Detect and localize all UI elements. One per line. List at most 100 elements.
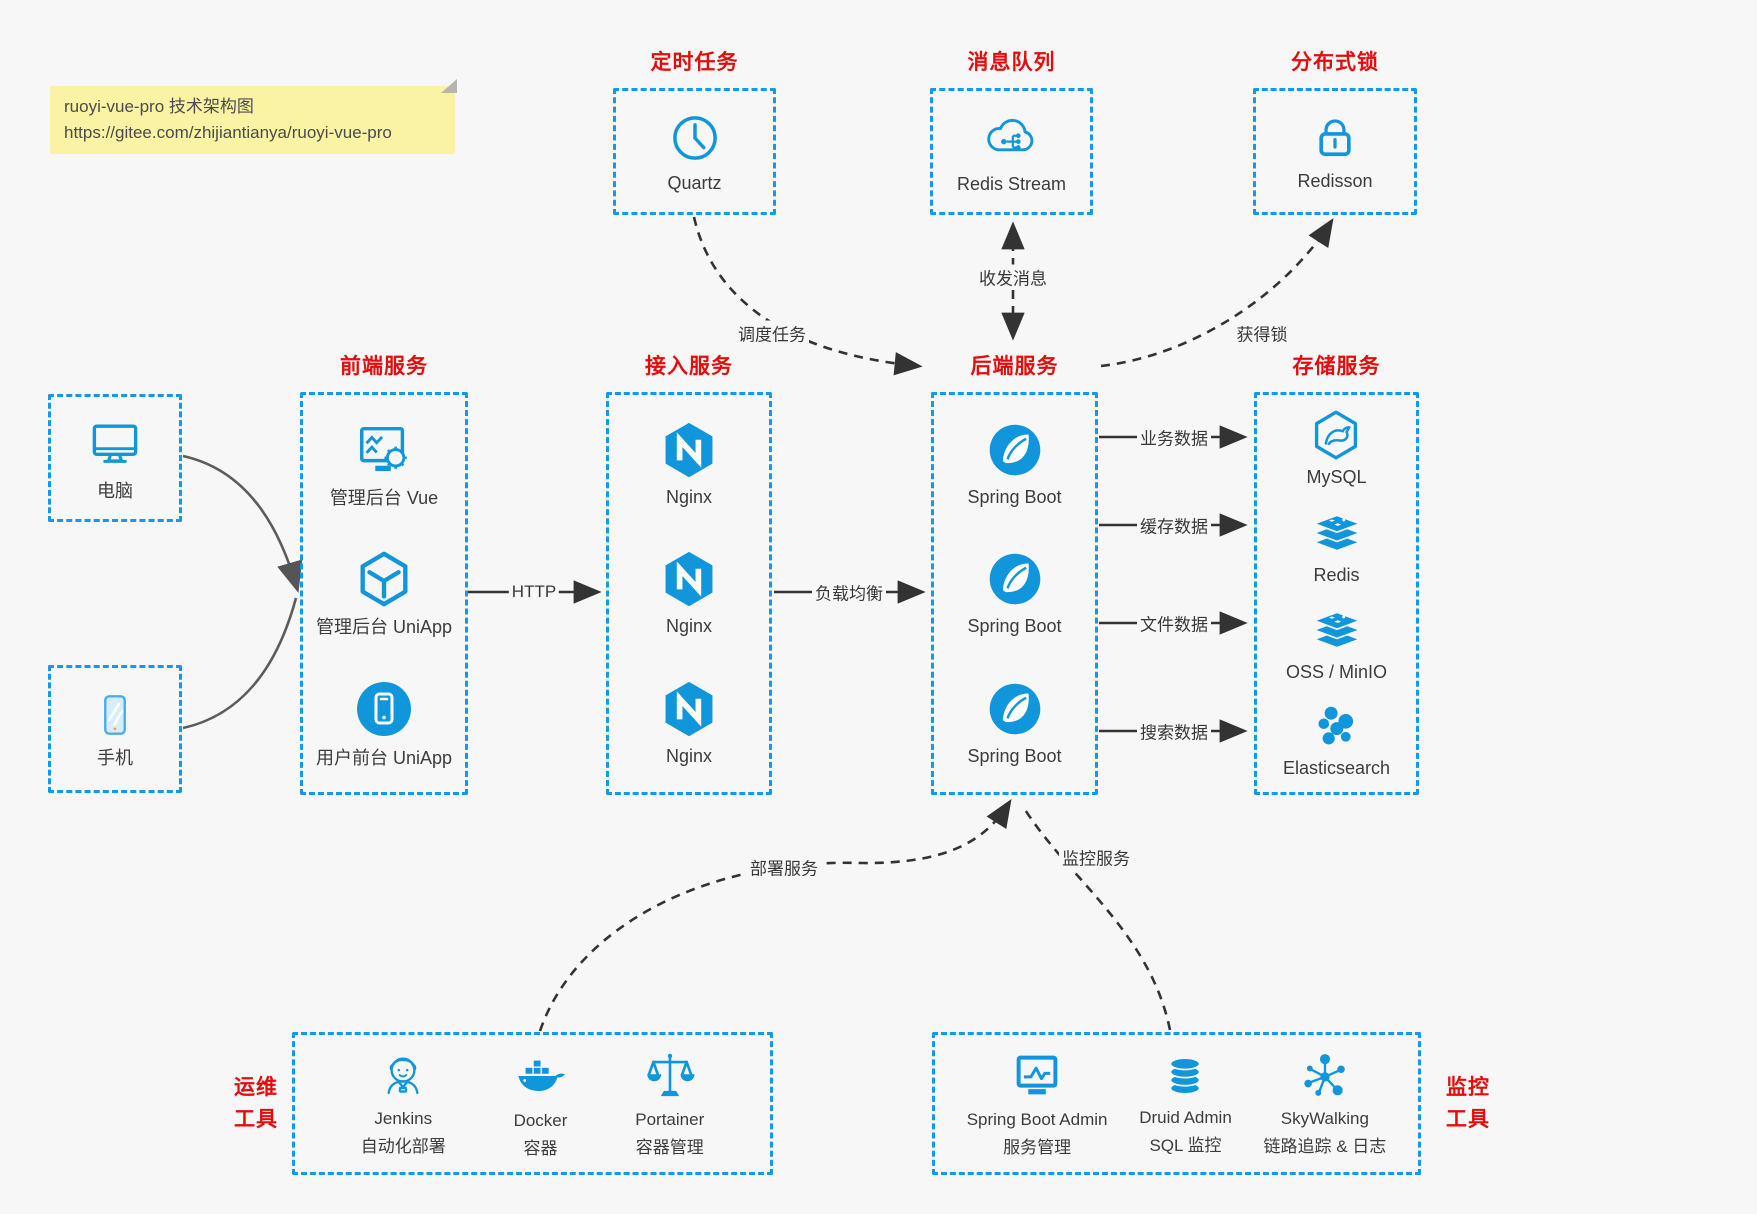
user-app-icon xyxy=(352,677,416,741)
group-title-access: 接入服务 xyxy=(645,355,733,378)
docker-icon xyxy=(512,1047,570,1105)
edge-label-send-receive-message: 收发消息 xyxy=(976,264,1050,290)
node-skywalking: SkyWalking 链路追踪 & 日志 xyxy=(1263,1049,1386,1159)
node-label: Redis Stream xyxy=(956,173,1067,194)
group-title-storage: 存储服务 xyxy=(1292,355,1381,378)
storage-box: MySQL Redis xyxy=(1254,392,1419,795)
node-label: 管理后台 Vue xyxy=(329,487,439,508)
edge-label-file-data: 文件数据 xyxy=(1137,610,1211,636)
admin-vue-icon xyxy=(353,419,415,481)
group-title-ops-tools: 运维 工具 xyxy=(228,1072,284,1136)
mysql-icon xyxy=(1309,408,1363,462)
node-label: Elasticsearch xyxy=(1282,758,1391,779)
phone-icon xyxy=(89,689,141,741)
edge-label-cache-data: 缓存数据 xyxy=(1137,512,1211,538)
node-sublabel: SQL 监控 xyxy=(1149,1135,1222,1155)
node-label: Spring Boot xyxy=(967,746,1062,767)
spring-icon xyxy=(985,420,1045,480)
node-admin-uniapp: 管理后台 UniApp xyxy=(316,548,452,638)
node-label: Spring Boot xyxy=(967,486,1062,507)
note-fold-corner xyxy=(441,79,457,93)
title-note: ruoyi-vue-pro 技术架构图 https://gitee.com/zh… xyxy=(50,79,457,154)
ops-title-line1: 运维 xyxy=(234,1076,278,1099)
node-redisson: Redisson xyxy=(1297,112,1373,192)
node-springboot-1: Spring Boot xyxy=(967,420,1062,508)
edge-label-business-data: 业务数据 xyxy=(1137,424,1211,450)
nginx-icon xyxy=(659,679,719,739)
node-label: MySQL xyxy=(1306,466,1367,487)
client-pc-box: 电脑 xyxy=(48,394,182,522)
node-label: Docker xyxy=(513,1110,568,1130)
message-queue-box: Redis Stream xyxy=(930,88,1093,215)
redis-stack-icon xyxy=(1310,603,1364,657)
node-oss-minio: OSS / MinIO xyxy=(1286,603,1387,683)
note-title: ruoyi-vue-pro 技术架构图 xyxy=(64,97,254,116)
edge-phone-to-frontend xyxy=(182,597,298,730)
node-label: Jenkins xyxy=(374,1108,433,1128)
edge-label-acquire-lock: 获得锁 xyxy=(1233,320,1291,346)
node-spring-boot-admin: Spring Boot Admin 服务管理 xyxy=(967,1048,1108,1160)
elasticsearch-icon xyxy=(1310,701,1362,753)
node-druid-admin: Druid Admin SQL 监控 xyxy=(1139,1050,1232,1158)
node-portainer: Portainer 容器管理 xyxy=(635,1048,704,1160)
group-title-backend: 后端服务 xyxy=(970,355,1059,378)
edge-monitor-service xyxy=(1022,807,1172,1031)
node-user-uniapp: 用户前台 UniApp xyxy=(316,677,452,769)
node-sublabel: 容器管理 xyxy=(635,1137,704,1157)
node-docker: Docker 容器 xyxy=(512,1047,570,1161)
node-springboot-2: Spring Boot xyxy=(967,549,1062,637)
scheduled-task-box: Quartz xyxy=(613,88,776,215)
node-sublabel: 容器 xyxy=(523,1138,558,1158)
monitoring-tools-box: Spring Boot Admin 服务管理 Druid Admin SQL 监… xyxy=(932,1032,1421,1175)
node-sublabel: 链路追踪 & 日志 xyxy=(1263,1136,1387,1156)
node-label: Nginx xyxy=(665,616,713,637)
node-pc: 电脑 xyxy=(85,414,145,502)
group-title-scheduled-task: 定时任务 xyxy=(650,51,739,74)
monitoring-title-line2: 工具 xyxy=(1446,1108,1490,1131)
edge-acquire-lock xyxy=(1100,218,1334,368)
node-springboot-3: Spring Boot xyxy=(967,679,1062,767)
node-label: 电脑 xyxy=(97,481,133,501)
distributed-lock-box: Redisson xyxy=(1253,88,1417,215)
ops-title-line2: 工具 xyxy=(234,1108,278,1131)
redis-stack-icon xyxy=(1310,506,1364,560)
portainer-icon xyxy=(642,1048,698,1104)
node-label: OSS / MinIO xyxy=(1285,662,1388,683)
edge-label-http: HTTP xyxy=(508,582,560,602)
edge-label-deploy-service: 部署服务 xyxy=(747,854,821,880)
node-label: SkyWalking xyxy=(1280,1108,1369,1128)
nginx-icon xyxy=(659,549,719,609)
node-mysql: MySQL xyxy=(1306,408,1367,488)
node-label: Nginx xyxy=(665,746,713,767)
spring-icon xyxy=(985,679,1045,739)
nginx-icon xyxy=(659,420,719,480)
group-title-distributed-lock: 分布式锁 xyxy=(1291,51,1379,74)
client-phone-box: 手机 xyxy=(48,665,182,793)
edge-pc-to-frontend xyxy=(182,454,303,593)
node-label: 手机 xyxy=(97,748,133,768)
backend-box: Spring Boot Spring Boot Spring Boot xyxy=(931,392,1098,795)
spring-icon xyxy=(985,549,1045,609)
node-nginx-3: Nginx xyxy=(659,679,719,767)
node-redis: Redis xyxy=(1310,506,1364,586)
access-box: Nginx Nginx Nginx xyxy=(606,392,772,795)
edge-label-search-data: 搜索数据 xyxy=(1137,718,1211,744)
group-title-message-queue: 消息队列 xyxy=(967,51,1056,74)
edge-label-monitor-service: 监控服务 xyxy=(1059,844,1133,870)
node-sublabel: 服务管理 xyxy=(1003,1137,1072,1157)
node-phone: 手机 xyxy=(89,689,141,769)
node-label: 管理后台 UniApp xyxy=(315,616,453,637)
node-label: Nginx xyxy=(665,486,713,507)
node-label: 用户前台 UniApp xyxy=(315,747,453,768)
node-label: Portainer xyxy=(635,1109,705,1129)
edge-deploy-service xyxy=(538,799,1012,1032)
node-label: Quartz xyxy=(667,172,722,193)
note-url: https://gitee.com/zhijiantianya/ruoyi-vu… xyxy=(64,123,392,142)
sba-icon xyxy=(1009,1048,1065,1104)
group-title-frontend: 前端服务 xyxy=(340,355,428,378)
node-quartz: Quartz xyxy=(667,110,723,194)
druid-icon xyxy=(1159,1050,1211,1102)
node-redis-stream: Redis Stream xyxy=(957,109,1066,195)
